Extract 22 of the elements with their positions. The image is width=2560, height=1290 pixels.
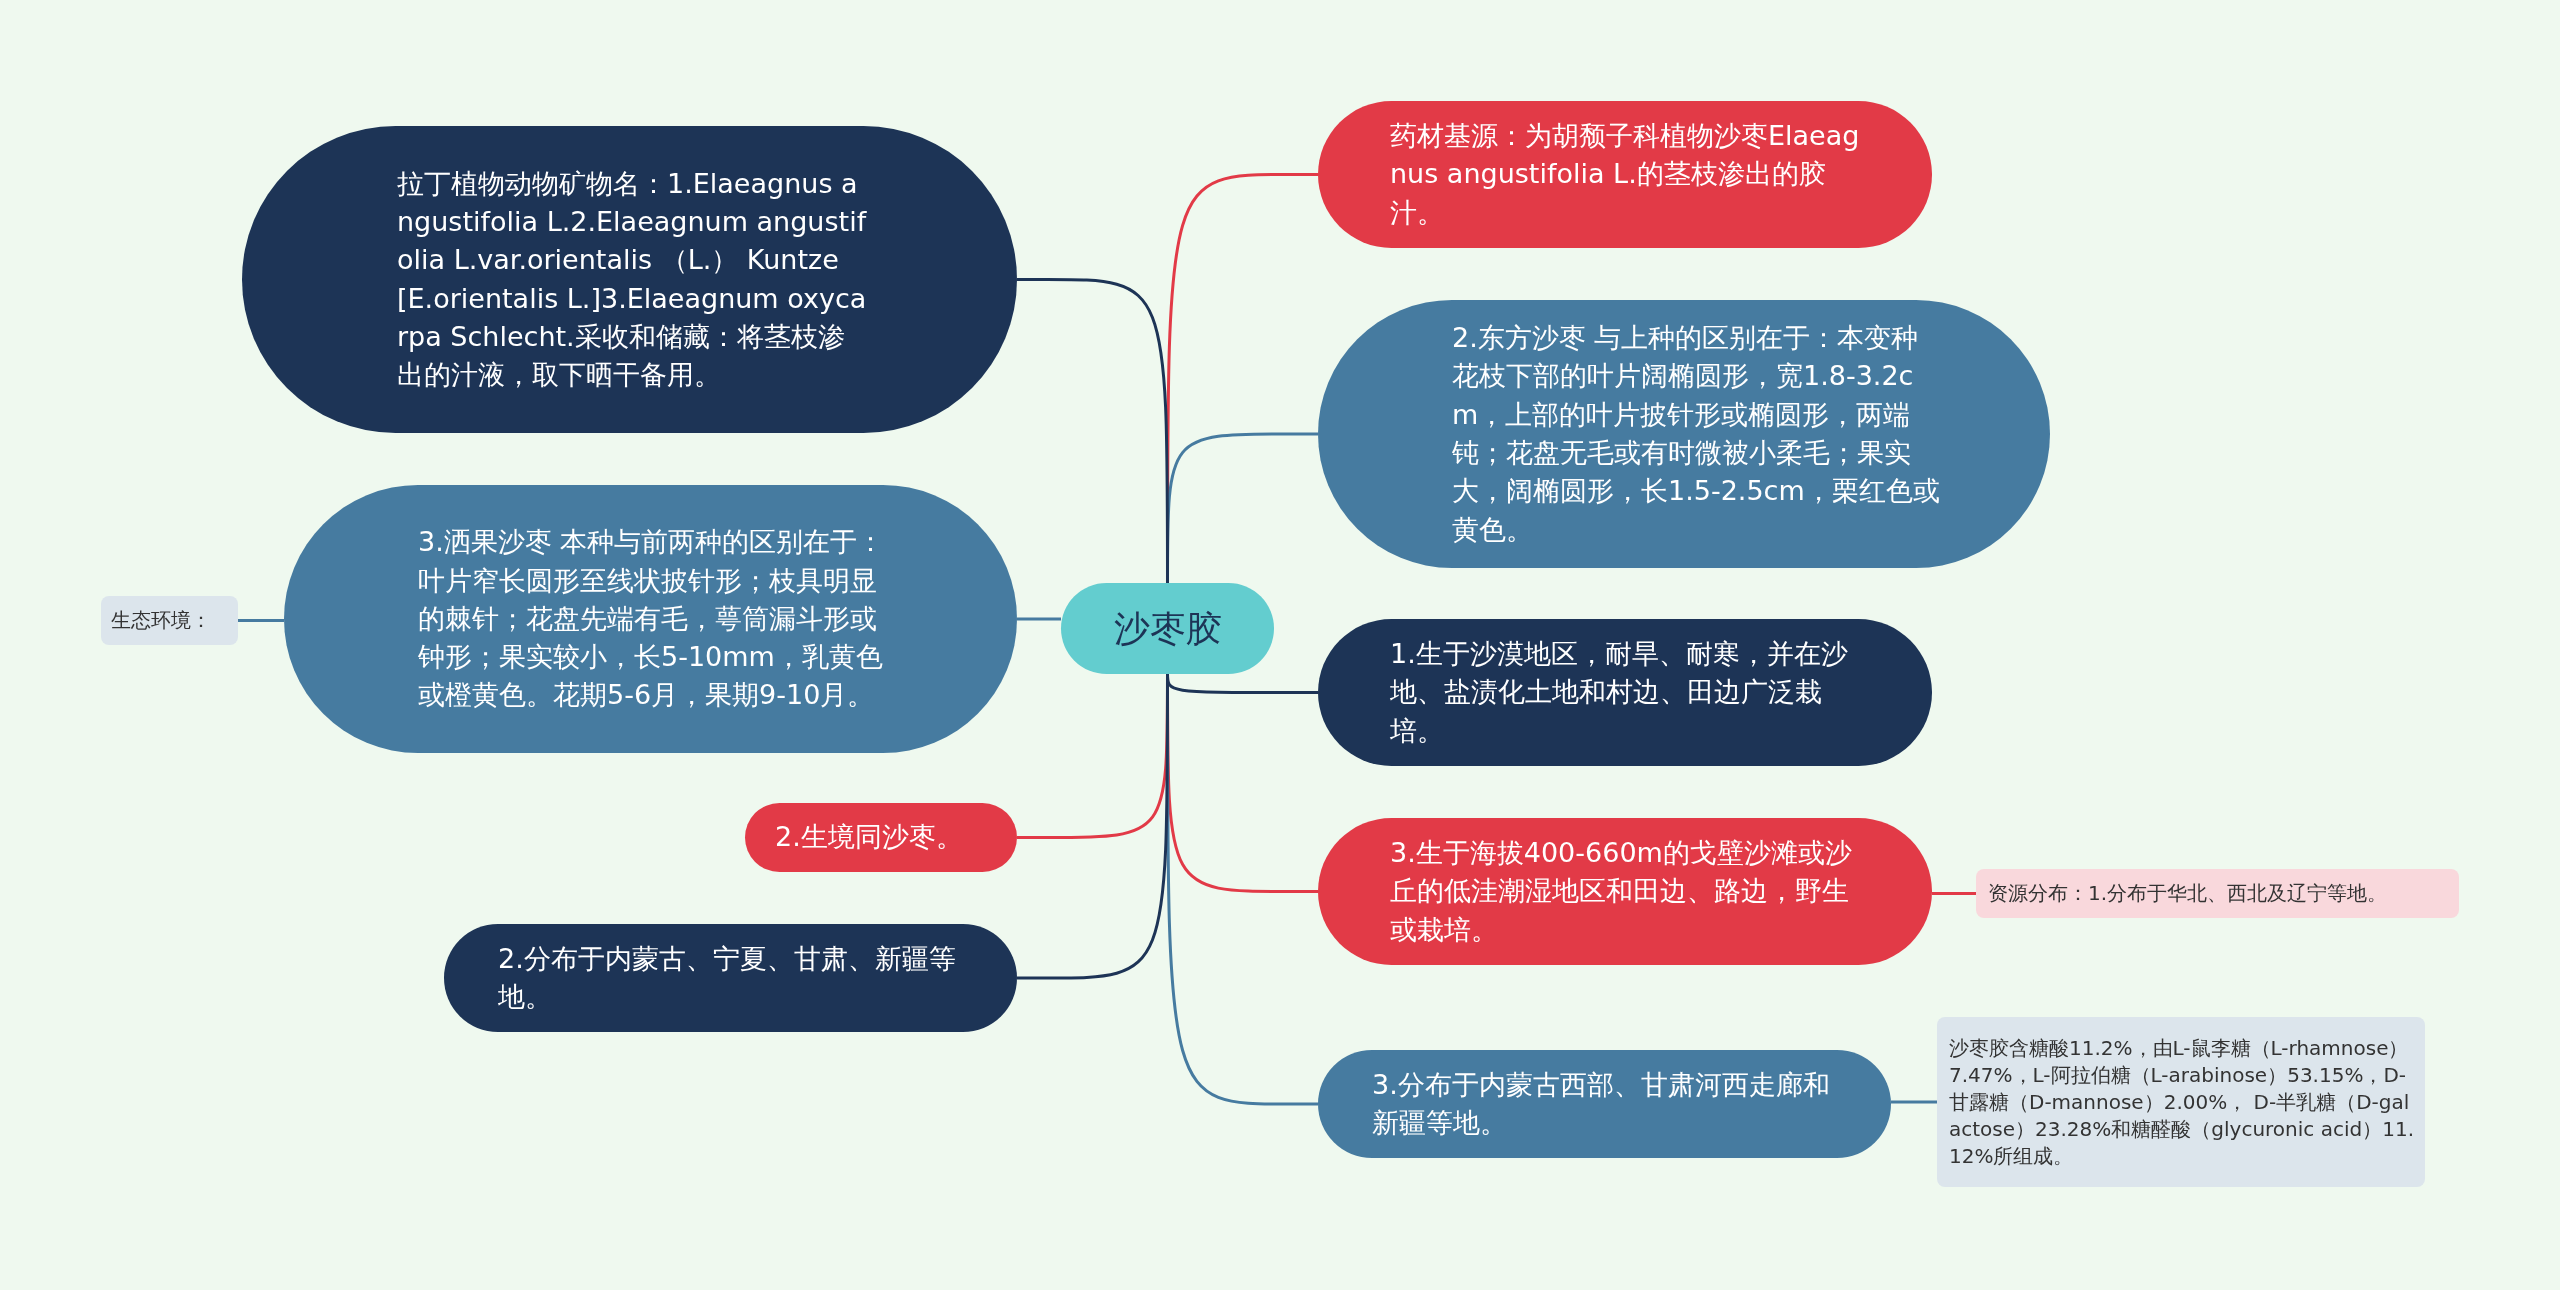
topic-text: 生态环境： [111, 607, 211, 634]
note-box [1976, 869, 2459, 918]
topic-text: 资源分布：1.分布于华北、西北及辽宁等地。 [1988, 880, 2388, 907]
topic-text: 沙枣胶含糖酸11.2%，由L-鼠李糖（L-rhamnose）7.47%，L-阿拉伯糖（L-arabinose）53.15%，D-甘露糖（D-mannose）2.00%， D-半乳糖（D-galactose）23.28%和糖醛酸（glycuronic acid）11.12%所组成。 [1949, 1034, 2415, 1170]
topic-text: 1.生于沙漠地区，耐旱、耐寒，并在沙地、盐渍化土地和村边、田边广泛栽培。 [1390, 637, 1849, 748]
note-box [101, 596, 238, 645]
connector-line [1932, 892, 1976, 895]
topic-text: 2.东方沙枣 与上种的区别在于：本变种花枝下部的叶片阔椭圆形，宽1.8-3.2cm，上部的叶片披针形或椭圆形，两端钝；花盘无毛或有时微被小柔毛；果实大，阔椭圆形，长1.5-2.5cm，栗红色或黄色。 [1452, 321, 1940, 547]
connector-line [1891, 1100, 1937, 1104]
note-box [1937, 1017, 2425, 1187]
connector-line [238, 619, 284, 622]
topic-text: 拉丁植物动物矿物名：1.Elaeagnus angustifolia L.2.Elaeagnum angustifolia L.var.orientalis （L.） Kuntze [E.orientalis L.]3.Elaeagnum oxycarpa Schlecht.采收和储藏：将茎枝渗出的汁液，取下晒干备用。 [397, 166, 867, 393]
connector-line [1017, 617, 1061, 621]
topic-text: 3.生于海拔400-660m的戈壁沙滩或沙丘的低洼潮湿地区和田边、路边，野生或栽培。 [1390, 836, 1852, 947]
topic-text: 沙枣胶 [1113, 606, 1222, 651]
topic-text: 3.分布于内蒙古西部、甘肃河西走廊和新疆等地。 [1372, 1067, 1831, 1140]
topic-text: 2.分布于内蒙古、宁夏、甘肃、新疆等地。 [498, 941, 957, 1014]
topic-text: 3.洒果沙枣 本种与前两种的区别在于：叶片窄长圆形至线状披针形；枝具明显的棘针；花盘先端有毛，萼筒漏斗形或钟形；果实较小，长5-10mm，乳黄色或橙黄色。花期5-6月，果期9-10月。 [418, 525, 886, 713]
connector-line [1017, 674, 1169, 980]
topic-text: 2.生境同沙枣。 [775, 820, 963, 855]
connector-line [1017, 278, 1169, 583]
topic-text: 药材基源：为胡颓子科植物沙枣Elaeagnus angustifolia L.的茎枝渗出的胶汁。 [1390, 119, 1861, 230]
